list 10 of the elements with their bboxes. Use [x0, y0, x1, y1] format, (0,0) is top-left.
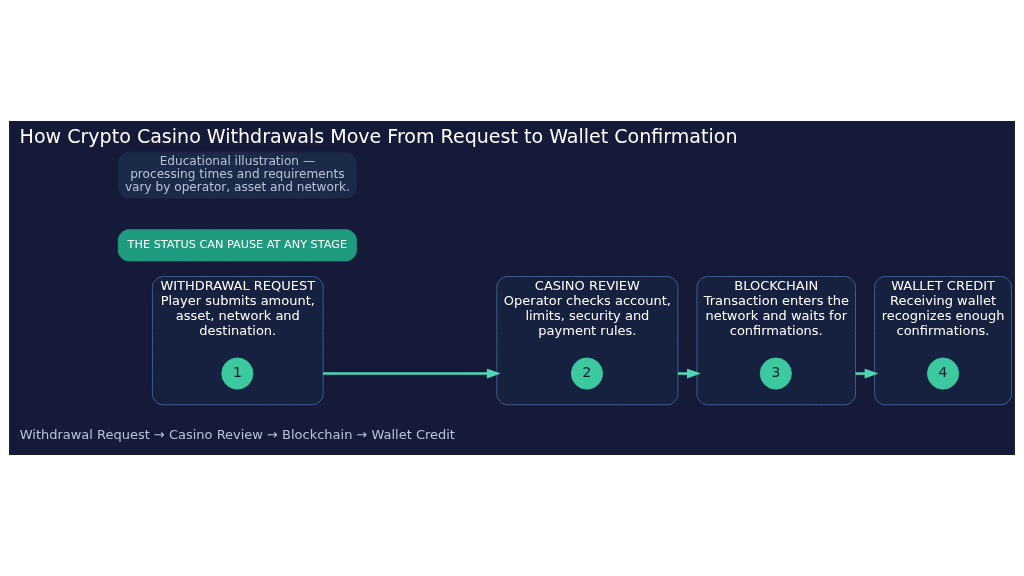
diagram-title: How Crypto Casino Withdrawals Move From Request to Wallet Confirmation	[19, 125, 738, 148]
node-circle: 3	[759, 357, 792, 390]
label: Withdrawal Request → Casino Review → Blockchain → Wallet Credit	[19, 426, 455, 442]
node-box: THE STATUS CAN PAUSE AT ANY STAGE	[117, 229, 357, 262]
node-circle: 4	[927, 357, 960, 390]
arrow	[855, 368, 879, 379]
node-circle: 1	[221, 357, 254, 390]
node-circle: 2	[570, 357, 603, 390]
arrow	[677, 368, 701, 379]
arrow	[323, 368, 501, 379]
